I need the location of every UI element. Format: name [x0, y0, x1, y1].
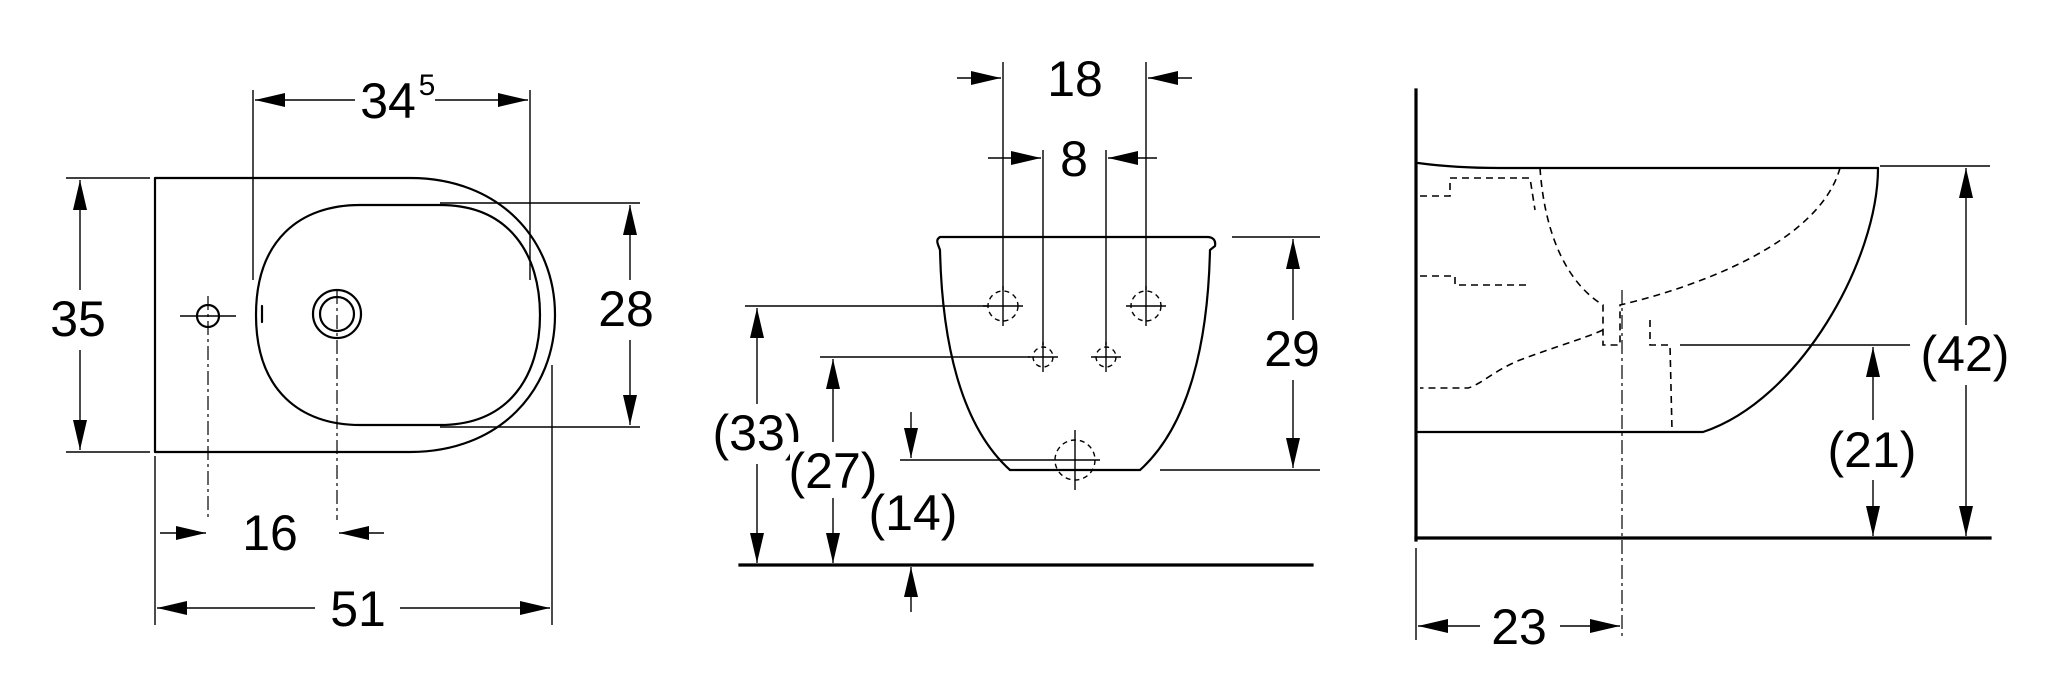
- fixing-hole-lower-right: [1091, 342, 1121, 372]
- dim-total-height-42: (42): [1921, 326, 2010, 382]
- fixing-hole-lower-left: [1028, 342, 1058, 372]
- dim-fixing-outer-18: 18: [1047, 51, 1103, 107]
- dim-fixing-inner-8: 8: [1060, 131, 1088, 187]
- dim-lower-fixing-27: (27): [789, 443, 878, 499]
- top-view-outline: [153, 176, 557, 454]
- front-view: 18 8 29 (33) (27) (14): [712, 51, 1331, 612]
- dim-bowl-length-34: 34: [360, 73, 416, 129]
- fixing-hole-upper-left: [983, 286, 1023, 326]
- side-view-waste-pipe: [1420, 329, 1604, 389]
- dim-waste-height-21: (21): [1828, 422, 1917, 478]
- dim-upper-fixing-33: (33): [713, 405, 802, 461]
- dim-tap-offset-16: 16: [242, 505, 298, 561]
- side-view-outline: [1416, 161, 1880, 434]
- dim-bowl-width-28: 28: [598, 281, 654, 337]
- dim-waste-height-14: (14): [869, 485, 958, 541]
- side-view: (42) (21) 23: [1414, 88, 2015, 655]
- dim-waste-offset-23: 23: [1491, 599, 1547, 655]
- top-view-bowl-rim: [254, 203, 542, 427]
- top-view: 35 34 5 28 16 51: [40, 69, 668, 637]
- dim-width-51: 51: [330, 581, 386, 637]
- front-view-outline: [936, 235, 1217, 472]
- fixing-hole-upper-right: [1126, 286, 1166, 326]
- dim-depth-35: 35: [50, 291, 106, 347]
- side-view-fixing-channel: [1420, 177, 1536, 211]
- dim-bowl-length-sup: 5: [419, 69, 436, 102]
- side-view-bowl-interior: [1539, 167, 1841, 346]
- waste-outlet: [1050, 430, 1100, 490]
- dim-front-height-29: 29: [1264, 321, 1320, 377]
